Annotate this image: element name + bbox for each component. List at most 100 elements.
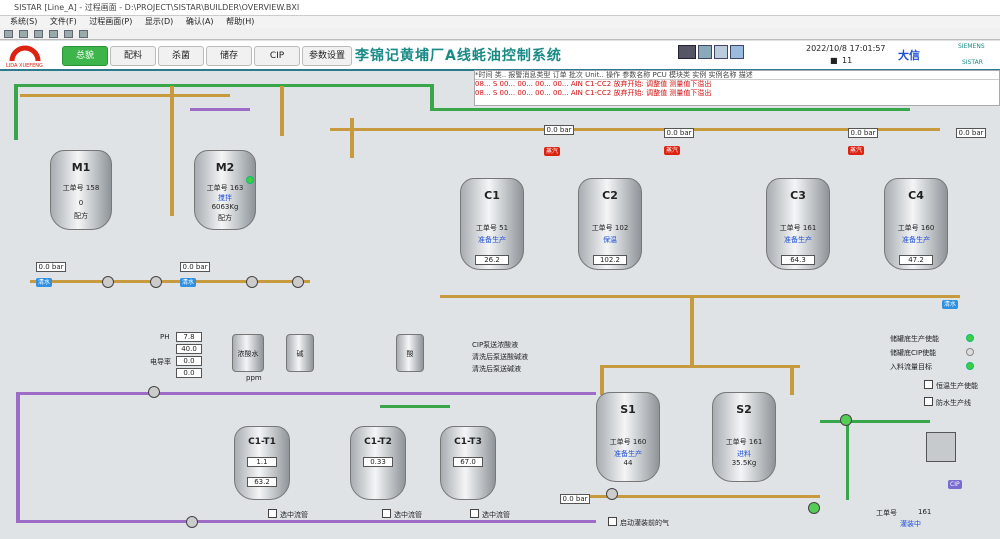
cook-tank-c2[interactable]: C2 工单号 102 保温 102.2 — [578, 178, 642, 270]
cip-tank-t1[interactable]: C1-T1 1.1 63.2 — [234, 426, 290, 500]
report-icon[interactable] — [730, 45, 744, 59]
work-order-label: 工单号 — [876, 509, 897, 517]
pipe — [350, 118, 354, 158]
tank-name: S2 — [736, 403, 752, 416]
nav-storage[interactable]: 储存 — [206, 46, 252, 66]
tank-status: 保温 — [603, 236, 617, 244]
toolbar-icon[interactable] — [79, 30, 88, 38]
checkbox[interactable] — [382, 509, 391, 518]
cip-status: 清洗后泵送酸碱液 — [472, 353, 528, 361]
cook-tank-c1[interactable]: C1 工单号 51 准备生产 26.2 — [460, 178, 524, 270]
legend-dot — [966, 362, 974, 370]
menu-help[interactable]: 帮助(H) — [226, 17, 255, 26]
checkbox[interactable] — [924, 380, 933, 389]
alarm-row[interactable]: 08... S 00... 00... 00... 00... AIN C1-C… — [475, 89, 712, 97]
toolbar-icon[interactable] — [64, 30, 73, 38]
tank-name: C1 — [484, 189, 500, 202]
pump-icon[interactable] — [148, 386, 160, 398]
tank-name: M2 — [215, 161, 235, 174]
steam-button[interactable]: 蒸汽 — [544, 147, 561, 156]
nav-settings[interactable]: 参数设置 — [302, 46, 352, 66]
toolbar-icon[interactable] — [49, 30, 58, 38]
pump-icon[interactable] — [606, 488, 618, 500]
cip-button[interactable]: CIP — [948, 480, 962, 489]
pipe — [330, 128, 940, 131]
menu-view[interactable]: 显示(D) — [144, 17, 174, 26]
cook-tank-c4[interactable]: C4 工单号 160 准备生产 47.2 — [884, 178, 948, 270]
cond-label: 电导率 — [150, 358, 171, 366]
toolbar-icon[interactable] — [4, 30, 13, 38]
pipe — [846, 420, 849, 500]
water-button[interactable]: 清水 — [36, 278, 53, 287]
tank-order: 工单号 158 — [62, 184, 100, 192]
checkbox[interactable] — [268, 509, 277, 518]
water-button[interactable]: 清水 — [180, 278, 197, 287]
cip-tank-t3[interactable]: C1-T3 67.0 — [440, 426, 496, 500]
toolbar-icon[interactable] — [34, 30, 43, 38]
cook-tank-c3[interactable]: C3 工单号 161 准备生产 64.3 — [766, 178, 830, 270]
checkbox[interactable] — [608, 517, 617, 526]
logo-text: LIDA XUEFENG — [6, 63, 43, 69]
logo-icon — [8, 43, 42, 65]
checkbox-label: 选中流管 — [394, 511, 422, 519]
tank-name: C1-T1 — [248, 437, 276, 447]
pump-icon[interactable] — [186, 516, 198, 528]
pump-icon[interactable] — [840, 414, 852, 426]
pipe — [690, 296, 694, 366]
tank-temp: 63.2 — [247, 477, 277, 487]
legend-label: 储罐底生产使能 — [890, 335, 939, 343]
tank-level: 26.2 — [475, 255, 509, 265]
steam-button[interactable]: 蒸汽 — [848, 146, 865, 155]
pipe — [820, 420, 930, 423]
toolbar-icon[interactable] — [19, 30, 28, 38]
water-button[interactable]: 清水 — [942, 300, 959, 309]
checkbox-label: 恒温生产使能 — [936, 382, 978, 390]
alarm-list[interactable]: *时间 类.. 报警消息类型 订单 批次 Unit.. 操作 参数名称 PCU … — [474, 70, 1000, 106]
menu-ack[interactable]: 确认(A) — [185, 17, 214, 26]
checkbox[interactable] — [924, 397, 933, 406]
tank-status: 搅拌 — [218, 194, 232, 202]
pipe — [16, 392, 596, 395]
chem-tank[interactable]: 浓酸水 — [232, 334, 264, 372]
header-bar: LIDA XUEFENG 总貌 配料 杀菌 储存 CIP 参数设置 2022/1… — [0, 41, 1000, 71]
storage-tank-s1[interactable]: S1 工单号 160 准备生产 44 — [596, 392, 660, 482]
nav-cip[interactable]: CIP — [254, 46, 300, 66]
pc-icon[interactable] — [678, 45, 696, 59]
pump-icon[interactable] — [808, 502, 820, 514]
tank-name: C1-T3 — [454, 437, 482, 447]
mix-tank-m1[interactable]: M1 工单号 158 0 配方 — [50, 150, 112, 230]
menu-screen[interactable]: 过程画面(P) — [89, 17, 133, 26]
cip-status: 清洗后泵送碱液 — [472, 365, 521, 373]
nav-batching[interactable]: 配料 — [110, 46, 156, 66]
storage-tank-s2[interactable]: S2 工单号 161 进料 35.5Kg — [712, 392, 776, 482]
pump-icon[interactable] — [246, 276, 258, 288]
nav-sterilize[interactable]: 杀菌 — [158, 46, 204, 66]
menu-system[interactable]: 系统(S) — [10, 17, 38, 26]
nav-overview[interactable]: 总貌 — [62, 46, 108, 66]
steam-button[interactable]: 蒸汽 — [664, 146, 681, 155]
tank-level: 0.33 — [363, 457, 393, 467]
pump-icon[interactable] — [292, 276, 304, 288]
chem-tank[interactable]: 酸 — [396, 334, 424, 372]
tank-status: 准备生产 — [614, 450, 642, 458]
chem-tank[interactable]: 碱 — [286, 334, 314, 372]
alarm-header: *时间 类.. 报警消息类型 订单 批次 Unit.. 操作 参数名称 PCU … — [475, 71, 999, 80]
heat-exchanger[interactable] — [926, 432, 956, 462]
checkbox[interactable] — [470, 509, 479, 518]
pipe — [14, 84, 434, 87]
pump-icon[interactable] — [150, 276, 162, 288]
menu-file[interactable]: 文件(F) — [49, 17, 77, 26]
network-icon[interactable] — [698, 45, 712, 59]
cip-tank-t2[interactable]: C1-T2 0.33 — [350, 426, 406, 500]
run-indicator — [246, 176, 254, 184]
user-count: 11 — [842, 56, 853, 65]
print-icon[interactable] — [714, 45, 728, 59]
checkbox-label: 防水生产线 — [936, 399, 971, 407]
mix-tank-m2[interactable]: M2 工单号 163 搅拌 6063Kg 配方 — [194, 150, 256, 230]
pipe — [430, 108, 910, 111]
tank-weight: 6063Kg — [211, 203, 239, 211]
alarm-row[interactable]: 08... S 00... 00... 00... 00... AIN C1-C… — [475, 80, 712, 88]
pump-icon[interactable] — [102, 276, 114, 288]
pipe — [16, 520, 596, 523]
pipe — [170, 86, 174, 216]
